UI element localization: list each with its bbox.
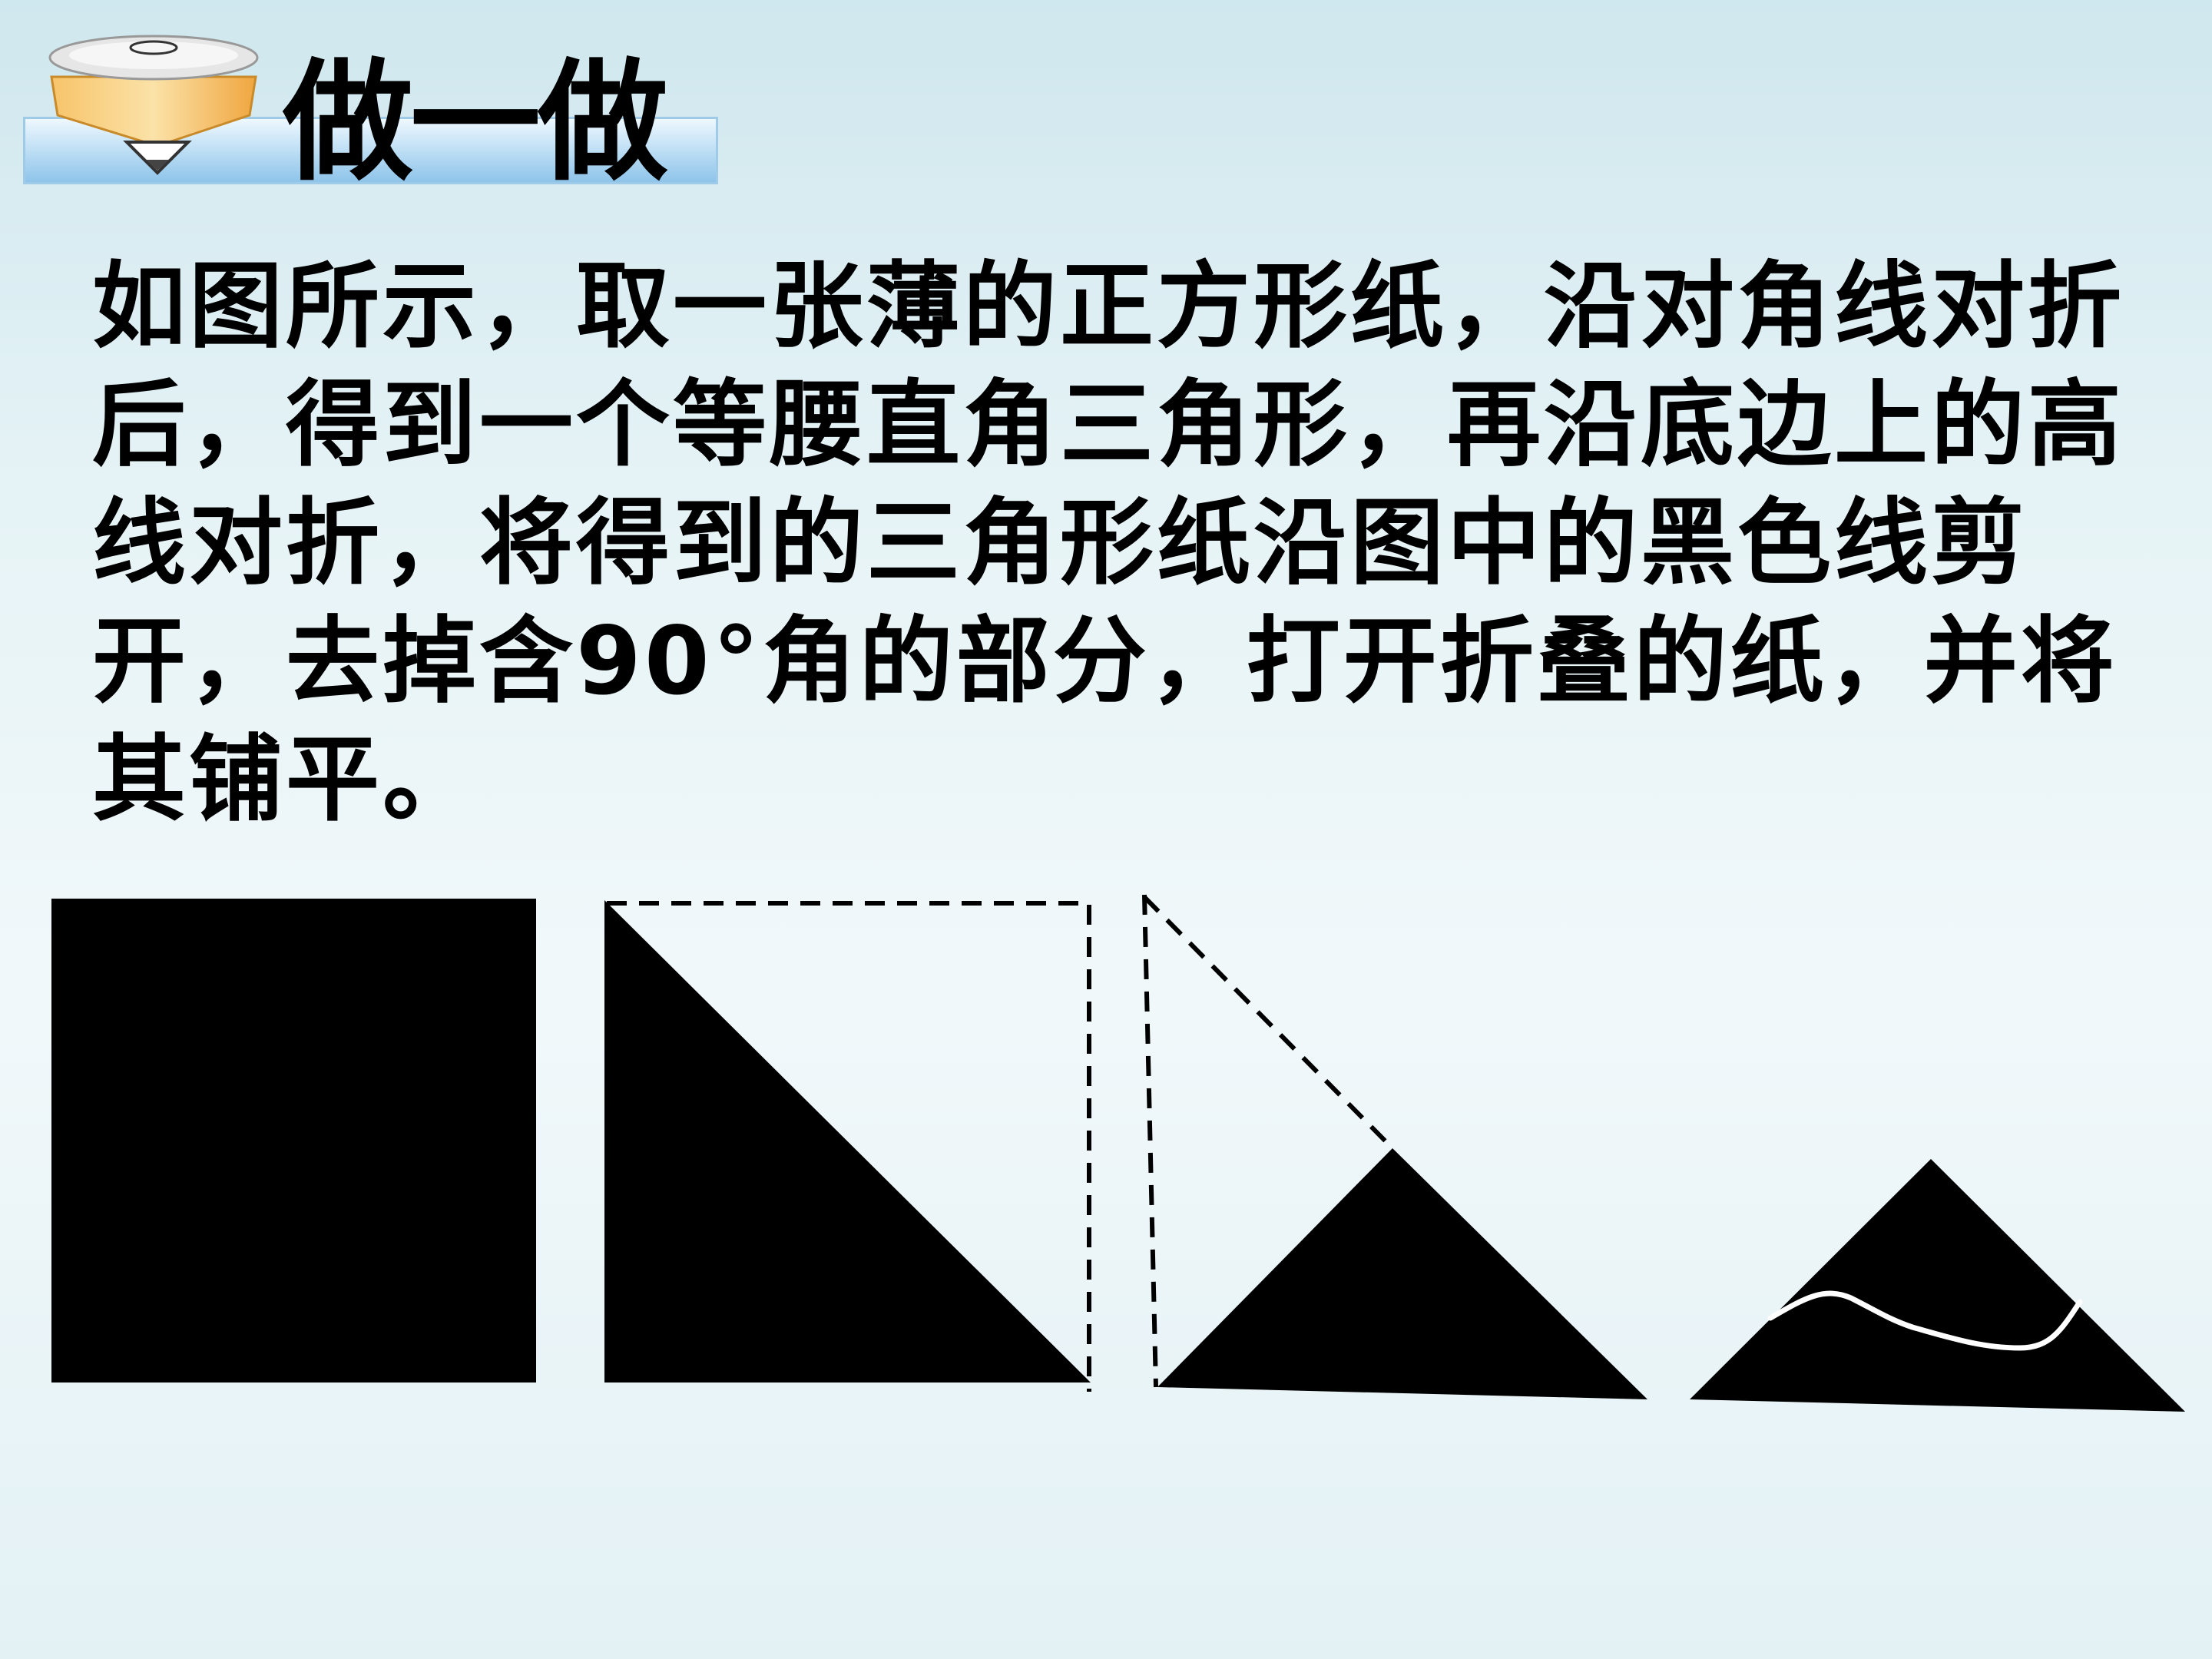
folding-diagram	[51, 894, 2185, 1412]
fold-edge-dashed-slant	[1142, 895, 1395, 1151]
slide-title: 做一做	[283, 47, 668, 199]
triangle-with-cut	[1690, 1159, 2185, 1412]
right-triangle-paper	[604, 900, 1091, 1382]
diagonal-fold-step	[604, 900, 1091, 1392]
square-paper	[51, 899, 536, 1382]
pencil-icon	[48, 35, 259, 175]
altitude-fold-step	[1142, 894, 1647, 1399]
fold-outline-dashed	[607, 901, 1091, 1392]
small-triangle-paper	[1157, 1148, 1647, 1399]
fold-edge-dashed-left	[1142, 894, 1158, 1388]
cut-step	[1690, 1159, 2185, 1412]
cut-line	[1767, 1290, 2083, 1351]
instruction-text: 如图所示，取一张薄的正方形纸，沿对角线对折后，得到一个等腰直角三角形，再沿底边上…	[92, 252, 2124, 834]
